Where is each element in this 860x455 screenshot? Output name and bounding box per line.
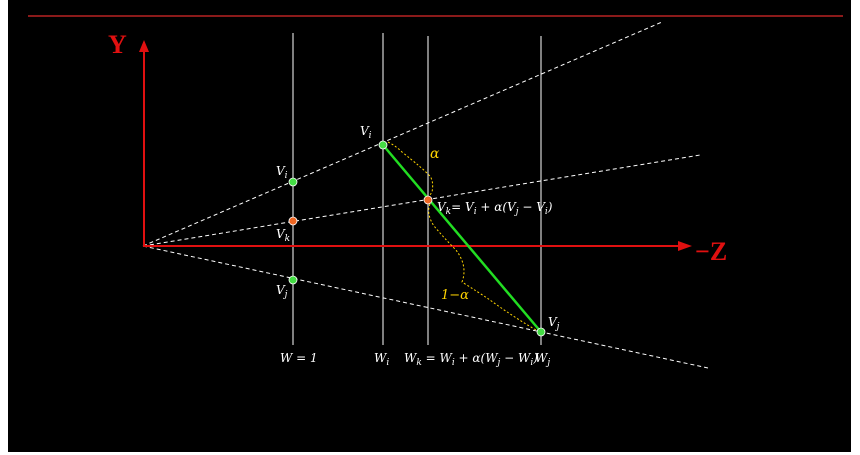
label-wk-formula: Wk = Wi + α(Wj − Wi) (404, 351, 538, 368)
y-axis-arrowhead (139, 40, 149, 52)
label-vj-projected: Vj (276, 283, 288, 300)
point-vk (423, 195, 433, 205)
projection-ray-vk (142, 154, 701, 247)
label-vi-projected: Vi (276, 164, 288, 181)
label-one-minus-alpha: 1−α (441, 288, 469, 303)
point-vi-projected (288, 177, 298, 187)
point-vj (536, 327, 546, 337)
label-wj: Wj (535, 351, 550, 368)
y-axis-label: Y (108, 30, 127, 59)
projection-ray-vj (142, 245, 709, 369)
projection-ray-vi (142, 21, 663, 247)
point-vj-projected (288, 275, 298, 285)
segment-vi-vj (382, 144, 542, 333)
label-vk-projected: Vk (276, 227, 290, 244)
alpha-brace (387, 141, 434, 199)
slide-background (8, 0, 851, 452)
label-w-equals-1: W = 1 (280, 351, 318, 365)
z-axis-label: −Z (695, 237, 727, 266)
point-vk-projected (288, 216, 298, 226)
point-vi (378, 140, 388, 150)
z-axis-arrowhead (678, 241, 692, 251)
label-wi: Wi (374, 351, 389, 368)
label-vk-formula: Vk= Vi + α(Vj − Vi) (437, 200, 553, 217)
one-minus-alpha-brace (428, 203, 537, 331)
label-alpha: α (430, 146, 440, 162)
label-vj: Vj (548, 315, 560, 332)
label-vi: Vi (360, 124, 372, 141)
